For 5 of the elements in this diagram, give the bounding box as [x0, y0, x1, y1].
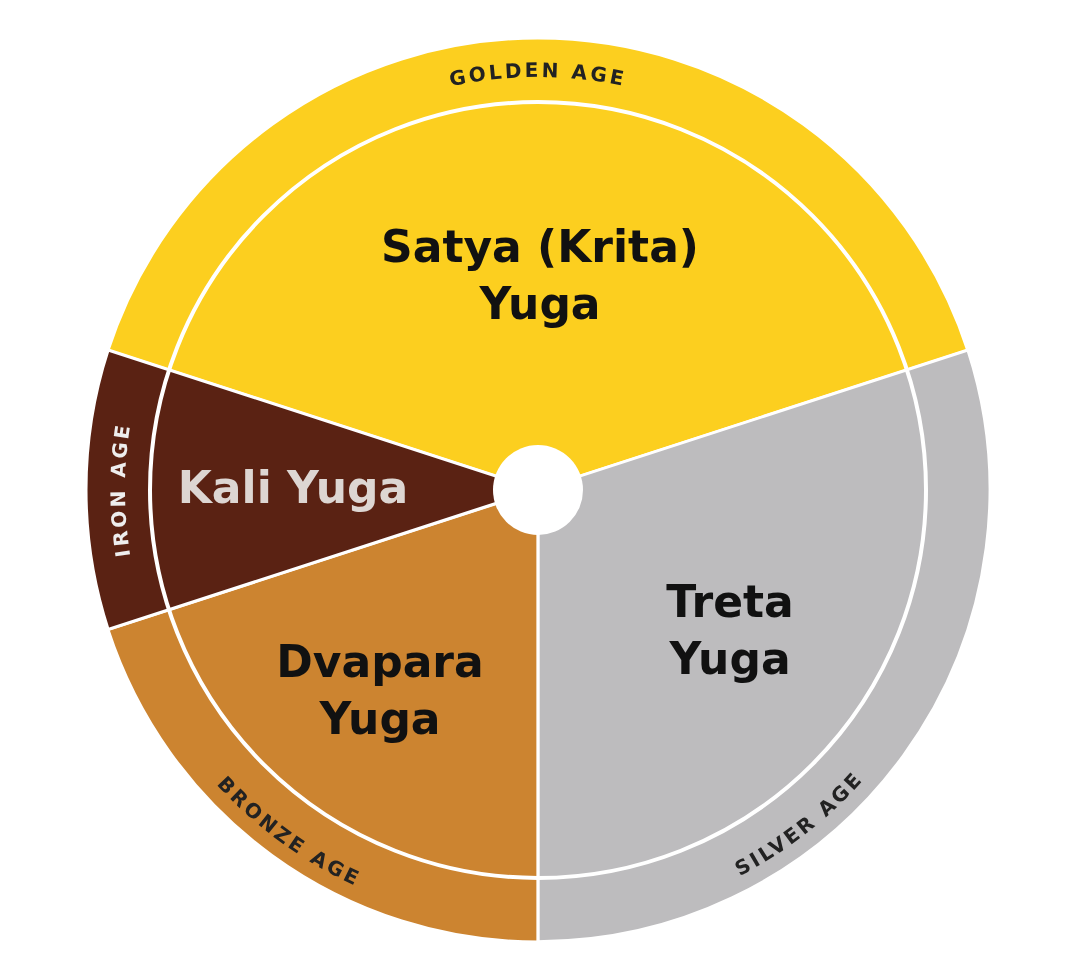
segment-label: Satya (Krita) Yuga: [380, 219, 700, 331]
segment-label: Kali Yuga: [176, 461, 410, 516]
ring-label: GOLDEN AGE: [447, 57, 629, 92]
segment-label: Dvapara Yuga: [275, 634, 485, 746]
segment-label: Treta Yuga: [665, 574, 795, 686]
